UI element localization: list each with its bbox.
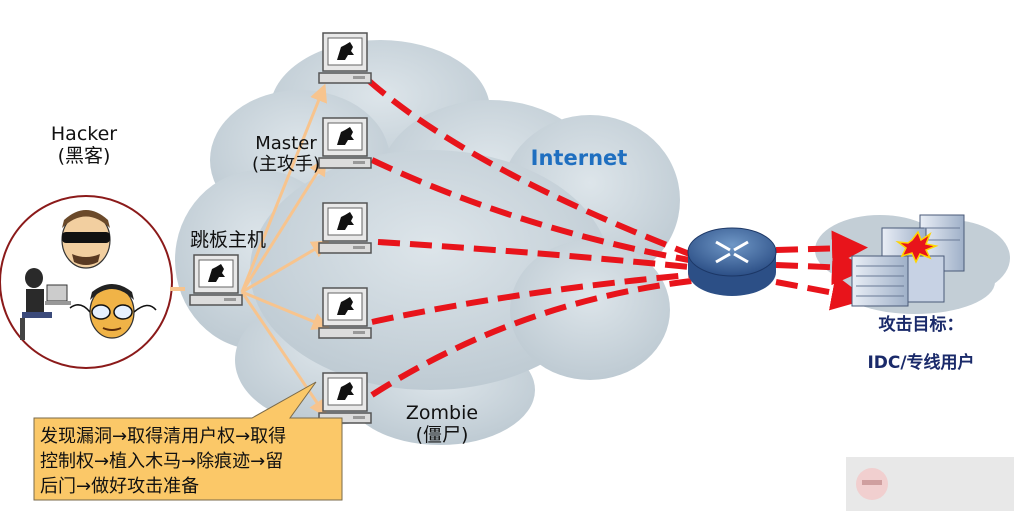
router-icon	[687, 227, 777, 296]
zombie-title: Zombie	[405, 402, 479, 424]
callout-line: 后门→做好攻击准备	[40, 476, 200, 497]
attack-lines	[366, 77, 868, 398]
callout-text: 发现漏洞→取得清用户权→取得 控制权→植入木马→除痕迹→留 后门→做好攻击准备	[40, 424, 340, 499]
master-computer-icon	[318, 32, 372, 84]
hacker-subtitle: (黑客)	[57, 144, 111, 167]
explosion-icon	[895, 230, 939, 264]
zombie-computer-icon	[318, 202, 372, 254]
jump-host-computer-icon	[189, 254, 243, 306]
target-sublabel: IDC/专线用户	[867, 353, 975, 373]
zombie-label: Zombie (僵尸)	[392, 402, 492, 447]
hacker-face-icon	[61, 210, 111, 269]
callout-line: 控制权→植入木马→除痕迹→留	[40, 451, 284, 472]
callout-bubble	[33, 381, 343, 501]
zombie-computer-icon	[318, 372, 372, 424]
goggle-face-icon	[69, 284, 157, 339]
zombie-computer-icon	[318, 287, 372, 339]
server-icon	[851, 214, 965, 307]
callout-line: 发现漏洞→取得清用户权→取得	[40, 426, 287, 447]
internet-label: Internet	[530, 146, 628, 170]
hacker-figure-icon	[20, 268, 71, 340]
hacker-group	[0, 195, 173, 369]
master-label: Master (主攻手)	[238, 133, 334, 175]
master-subtitle: (主攻手)	[251, 153, 321, 175]
logo-watermark	[846, 457, 1014, 511]
hacker-title: Hacker	[50, 123, 118, 145]
master-title: Master	[255, 133, 317, 154]
hacker-label: Hacker (黑客)	[38, 123, 130, 168]
target-label: 攻击目标：	[878, 315, 964, 335]
zombie-subtitle: (僵尸)	[415, 423, 469, 446]
jump-host-label: 跳板主机	[189, 229, 266, 251]
